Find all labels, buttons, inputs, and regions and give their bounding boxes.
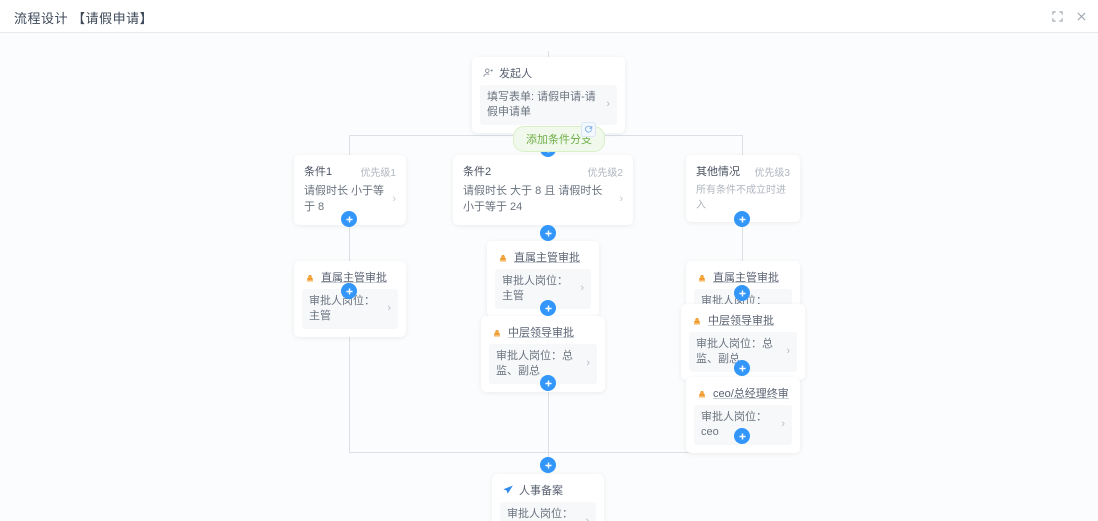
condition-3-name: 其他情况	[696, 166, 740, 178]
node-approve-b2-title: 中层领导审批	[508, 327, 574, 339]
connector-line	[548, 364, 549, 452]
approve-stamp-icon	[304, 271, 316, 283]
node-condition-2[interactable]: 条件2 优先级2 请假时长 大于 8 且 请假时长 小于等于 24 ›	[453, 155, 633, 225]
node-end-header: 人事备案	[492, 474, 604, 502]
node-approve-c2[interactable]: 中层领导审批 审批人岗位：总监、副总 ›	[681, 304, 805, 380]
node-approve-a1-body[interactable]: 审批人岗位：主管 ›	[302, 289, 398, 329]
chevron-right-icon: ›	[585, 514, 589, 521]
titlebar: 流程设计 【请假申请】	[0, 0, 1098, 33]
add-node-button-c4[interactable]	[734, 428, 750, 444]
node-approve-b1-header: 直属主管审批	[487, 241, 599, 269]
condition-3-body: 所有条件不成立时进入	[686, 184, 800, 222]
chevron-right-icon: ›	[619, 192, 623, 205]
approve-stamp-icon	[497, 251, 509, 263]
condition-2-expression: 请假时长 大于 8 且 请假时长 小于等于 24	[463, 185, 603, 213]
approve-stamp-icon	[491, 326, 503, 338]
node-end-role: 审批人岗位：人事	[507, 508, 573, 520]
rotate-icon[interactable]	[581, 122, 596, 137]
condition-1-body[interactable]: 请假时长 小于等于 8 ›	[294, 184, 406, 225]
connector-line	[742, 205, 743, 261]
window-controls	[1050, 9, 1088, 23]
node-approve-b2-header: 中层领导审批	[481, 316, 605, 344]
node-approve-a1-header: 直属主管审批	[294, 261, 406, 289]
add-node-button-b2[interactable]	[540, 300, 556, 316]
expand-icon[interactable]	[1050, 9, 1064, 23]
connector-line	[349, 135, 350, 161]
node-start-header: 发起人	[472, 57, 625, 85]
condition-1-expression: 请假时长 小于等于 8	[304, 185, 385, 213]
close-icon[interactable]	[1074, 9, 1088, 23]
connector-line	[349, 205, 350, 261]
approve-stamp-icon	[696, 271, 708, 283]
node-approve-b1-role: 审批人岗位：主管	[502, 275, 568, 302]
node-approve-c3-body[interactable]: 审批人岗位：ceo ›	[694, 405, 792, 445]
node-approve-b1-body[interactable]: 审批人岗位：主管 ›	[495, 269, 591, 309]
connector-line	[349, 307, 350, 452]
add-node-button-b3[interactable]	[540, 375, 556, 391]
page-title: 流程设计 【请假申请】	[14, 11, 154, 26]
condition-1-priority: 优先级1	[360, 167, 396, 179]
node-approve-c2-title: 中层领导审批	[708, 315, 774, 327]
add-node-button-c[interactable]	[734, 211, 750, 227]
send-icon	[502, 484, 514, 496]
node-start[interactable]: 发起人 填写表单: 请假申请-请假申请单 ›	[472, 57, 625, 133]
condition-2-body[interactable]: 请假时长 大于 8 且 请假时长 小于等于 24 ›	[453, 184, 633, 225]
condition-1-name: 条件1	[304, 166, 333, 178]
add-node-button-c2[interactable]	[734, 285, 750, 301]
node-approve-c3-role: 审批人岗位：ceo	[701, 411, 767, 438]
user-icon	[482, 67, 494, 79]
node-approve-c3-header: ceo/总经理终审	[686, 377, 800, 405]
chevron-right-icon: ›	[392, 192, 396, 205]
chevron-right-icon: ›	[781, 418, 785, 431]
add-node-button-b[interactable]	[540, 225, 556, 241]
node-approve-c2-body[interactable]: 审批人岗位：总监、副总 ›	[689, 332, 797, 372]
node-approve-b2-role: 审批人岗位：总监、副总	[496, 350, 573, 377]
node-condition-3[interactable]: 其他情况 优先级3 所有条件不成立时进入	[686, 155, 800, 222]
condition-2-name: 条件2	[463, 166, 492, 178]
node-start-form: 填写表单: 请假申请-请假申请单	[487, 91, 596, 118]
node-approve-c1-title: 直属主管审批	[713, 272, 779, 284]
node-condition-1[interactable]: 条件1 优先级1 请假时长 小于等于 8 ›	[294, 155, 406, 225]
condition-2-header: 条件2 优先级2	[453, 155, 633, 184]
approve-stamp-icon	[696, 387, 708, 399]
chevron-right-icon: ›	[586, 357, 590, 370]
connector-line	[742, 135, 743, 161]
chevron-right-icon: ›	[606, 98, 610, 111]
approve-stamp-icon	[691, 314, 703, 326]
chevron-right-icon: ›	[786, 345, 790, 358]
chevron-right-icon: ›	[580, 282, 584, 295]
node-start-title: 发起人	[499, 68, 532, 80]
flow-canvas[interactable]: 添加条件分支 发起人 填写表单: 请假申请-请假申请单 ›	[0, 33, 1098, 521]
add-condition-branch-button[interactable]: 添加条件分支	[513, 126, 605, 152]
node-approve-c2-header: 中层领导审批	[681, 304, 805, 332]
branch-bottom-rail	[349, 452, 743, 453]
add-node-button-end[interactable]	[540, 457, 556, 473]
condition-1-header: 条件1 优先级1	[294, 155, 406, 184]
chevron-right-icon: ›	[387, 302, 391, 315]
node-approve-b1-title: 直属主管审批	[514, 252, 580, 264]
node-end-title: 人事备案	[519, 485, 563, 497]
node-approve-a1-role: 审批人岗位：主管	[309, 295, 375, 322]
condition-3-expression: 所有条件不成立时进入	[696, 185, 786, 211]
node-approve-b2-body[interactable]: 审批人岗位：总监、副总 ›	[489, 344, 597, 384]
node-approve-c3-title: ceo/总经理终审	[713, 388, 789, 400]
node-end-body[interactable]: 审批人岗位：人事 ›	[500, 502, 596, 521]
condition-2-priority: 优先级2	[587, 167, 623, 179]
add-node-button-a[interactable]	[341, 211, 357, 227]
condition-3-priority: 优先级3	[754, 167, 790, 179]
condition-3-header: 其他情况 优先级3	[686, 155, 800, 184]
node-approve-c1-header: 直属主管审批	[686, 261, 800, 289]
node-end-hr-record[interactable]: 人事备案 审批人岗位：人事 ›	[492, 474, 604, 521]
add-node-button-a2[interactable]	[341, 283, 357, 299]
node-approve-c2-role: 审批人岗位：总监、副总	[696, 338, 773, 365]
node-start-body[interactable]: 填写表单: 请假申请-请假申请单 ›	[480, 85, 617, 125]
add-node-button-c3[interactable]	[734, 360, 750, 376]
node-approve-a1-title: 直属主管审批	[321, 272, 387, 284]
